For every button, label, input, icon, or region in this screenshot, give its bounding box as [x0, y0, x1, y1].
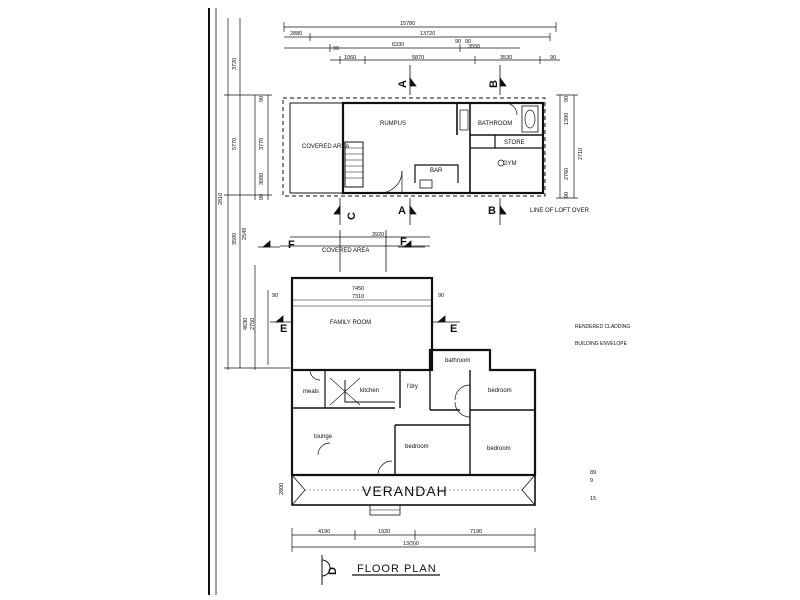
dim-right-b: 2710	[578, 148, 584, 160]
dim-left-outer: 2810	[218, 193, 224, 205]
room-covered-area-upper: COVERED AREA	[302, 144, 349, 150]
section-e-right: E	[450, 323, 457, 335]
dim-mid-3920: 3920	[372, 232, 384, 238]
bottom-dimensions	[291, 528, 536, 552]
room-rumpus: RUMPUS	[380, 121, 406, 127]
dim-left-90b: 90	[259, 194, 265, 200]
upper-building	[282, 97, 546, 197]
room-kitchen: kitchen	[360, 388, 379, 394]
right-dimensions-upper	[556, 94, 578, 199]
dim-family-inner: 7310	[352, 294, 364, 300]
section-f-left: F	[288, 239, 295, 251]
dim-bottom-a: 4190	[318, 529, 330, 535]
dim-row3-b: 1060	[344, 55, 356, 61]
room-bathroom-upper: BATHROOM	[478, 121, 512, 127]
dim-family-h1: 4630	[243, 318, 249, 330]
family-room-block	[290, 276, 434, 372]
room-bedroom-2: bedroom	[405, 444, 429, 450]
verandah	[291, 474, 536, 516]
dim-family-h2: 2750	[250, 318, 256, 330]
section-b-lower: B	[488, 205, 496, 217]
section-a-lower: A	[398, 205, 406, 217]
dim-top-small-a: 90	[455, 39, 461, 45]
section-markers-lower	[333, 198, 507, 225]
dim-bottom-c: 7190	[470, 529, 482, 535]
dim-bottom-b: 1920	[378, 529, 390, 535]
room-bar: BAR	[430, 168, 443, 174]
side-note-building: BUILDING ENVELOPE	[575, 341, 628, 347]
dim-row3-d: 3530	[500, 55, 512, 61]
room-covered-area-mid: COVERED AREA	[322, 248, 369, 254]
dim-left-mid: 5770	[232, 138, 238, 150]
dim-top-small-b: 90	[465, 39, 471, 45]
section-c: C	[346, 212, 358, 220]
dim-mid-2549: 2549	[242, 228, 248, 240]
title-marker	[321, 555, 440, 585]
left-dimensions	[224, 18, 290, 370]
main-house-block	[290, 348, 537, 477]
section-b-top: B	[488, 80, 500, 88]
room-bedroom-3: bedroom	[487, 446, 511, 452]
dim-top-second: 13720	[420, 31, 435, 37]
dim-right-a: 1390	[564, 113, 570, 125]
section-f-right: F	[400, 236, 407, 248]
dim-row3-a: 90	[333, 46, 339, 52]
room-gym: GYM	[503, 161, 517, 167]
room-bedroom-1: bedroom	[488, 388, 512, 394]
dim-left-low2: 3590	[232, 233, 238, 245]
section-e-markers	[270, 315, 460, 323]
dim-row3-e: 90	[550, 55, 556, 61]
dim-top-total: 15780	[400, 21, 415, 27]
dim-top-mid: 6330	[392, 42, 404, 48]
section-markers-top	[409, 65, 507, 95]
right-note-a: 89	[590, 470, 596, 476]
dim-family-outer: 7450	[352, 286, 364, 292]
side-note-rendered: RENDERED CLADDING	[575, 324, 630, 330]
title-marker-letter: D	[327, 567, 339, 575]
dim-verandah-left: 2800	[279, 483, 285, 495]
section-e-left: E	[280, 323, 287, 335]
dim-left-lower: 3080	[259, 173, 265, 185]
section-f-markers	[258, 240, 425, 248]
room-family-room: FAMILY ROOM	[330, 320, 371, 326]
dim-right-90a: 90	[564, 96, 570, 102]
top-dimensions	[283, 22, 560, 64]
verandah-label: VERANDAH	[362, 483, 448, 499]
dim-family-left-90: 90	[272, 293, 278, 299]
room-store: STORE	[504, 140, 525, 146]
dim-row3-c: 5870	[412, 55, 424, 61]
room-lounge: lounge	[314, 434, 333, 440]
dim-bottom-total: 13(9)0	[403, 541, 419, 547]
note-line-of-loft: LINE OF LOFT OVER	[530, 208, 590, 214]
room-bathroom: bathroom	[445, 358, 470, 364]
floor-plan-title: FLOOR PLAN	[357, 563, 437, 575]
dim-family-right-90: 90	[438, 293, 444, 299]
dim-left-90a: 90	[259, 96, 265, 102]
dim-right-c: 2760	[564, 168, 570, 180]
right-note-b: 9	[590, 478, 593, 484]
section-a-top: A	[397, 80, 409, 88]
room-ldry: l'dry	[407, 384, 418, 390]
right-note-c: 15	[590, 496, 596, 502]
dim-top-left: 2880	[290, 31, 302, 37]
dim-right-90b: 90	[564, 192, 570, 198]
dim-top-small-c: 3556	[468, 44, 480, 50]
dim-left-upper: 3720	[232, 58, 238, 70]
room-meals: meals	[303, 389, 319, 395]
dim-left-inner: 3770	[259, 138, 265, 150]
